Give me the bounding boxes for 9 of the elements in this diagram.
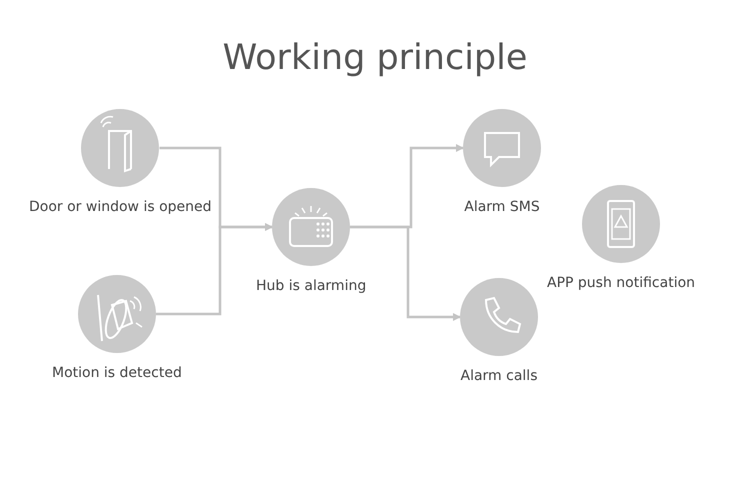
arrow [350,226,461,321]
title: Working principle [222,38,528,78]
node-label: APP push notification [547,275,696,291]
node-label: Hub is alarming [256,278,366,294]
arrow [156,223,273,316]
node-label: Alarm SMS [464,199,540,215]
node-label: Door or window is opened [29,199,212,215]
node-label: Alarm calls [460,368,538,384]
node-label: Motion is detected [52,365,182,381]
